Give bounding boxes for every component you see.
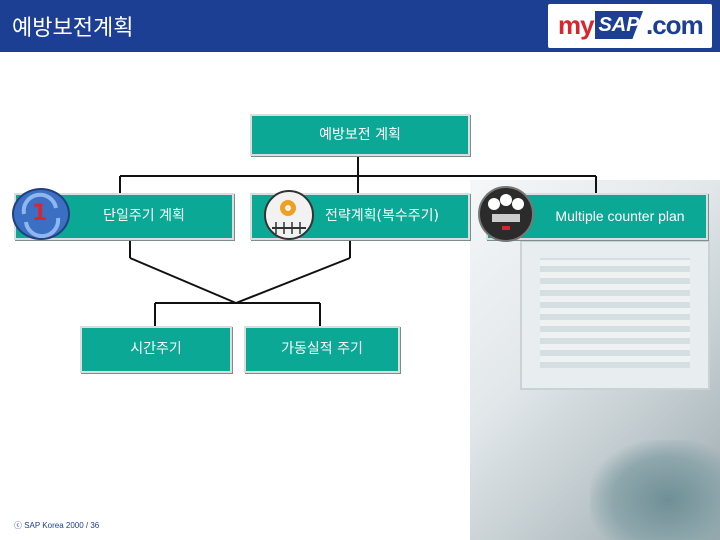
connector-left-diag [129, 257, 237, 304]
cycle-number: 1 [32, 201, 48, 226]
node-time-cycle-label: 시간주기 [130, 341, 182, 357]
meters-icon [478, 186, 534, 242]
slide-header: 예방보전계획 my SAP .com [0, 0, 720, 52]
cycle-arrow-icon: 1 [12, 188, 70, 240]
node-performance-cycle: 가동실적 주기 [244, 326, 400, 373]
logo-com-text: .com [646, 10, 704, 40]
gear-clock-icon [264, 190, 314, 240]
root-node: 예방보전 계획 [250, 114, 470, 156]
footer-copyright: ⓒ SAP Korea 2000 / 36 [14, 521, 100, 530]
node-performance-cycle-label: 가동실적 주기 [281, 341, 363, 357]
node-time-cycle: 시간주기 [80, 326, 232, 373]
node-single-cycle-label: 단일주기 계획 [103, 208, 185, 224]
slide-title: 예방보전계획 [12, 16, 134, 41]
node-strategy-label: 전략계획(복수주기) [325, 208, 439, 224]
connector-mid-diag [235, 257, 351, 304]
background-hand [590, 440, 720, 540]
root-node-label: 예방보전 계획 [319, 127, 401, 143]
mysap-logo: my SAP .com [548, 4, 712, 48]
node-multiple-counter-label: Multiple counter plan [555, 208, 685, 224]
background-screen [540, 258, 690, 368]
logo-my-text: my [558, 10, 595, 40]
